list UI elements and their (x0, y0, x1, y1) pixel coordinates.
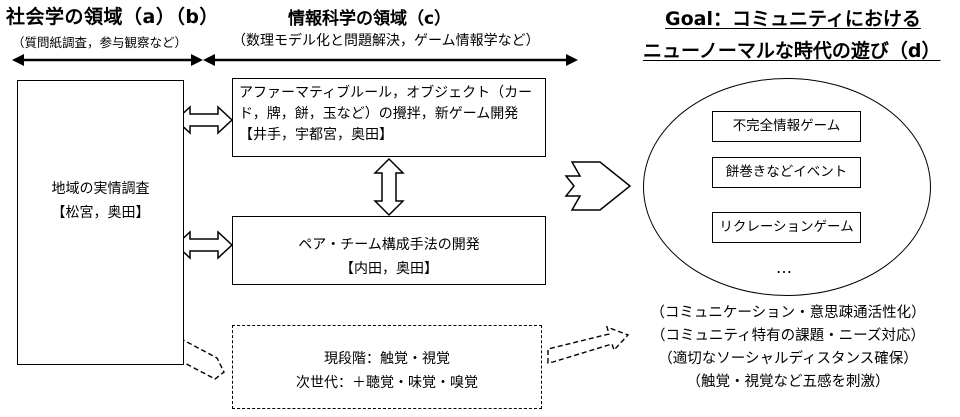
affirmative-rule-box: アファーマティブルール，オブジェクト（カー ド，牌，餅，玉など）の攪拌，新ゲーム… (232, 78, 546, 157)
team-formation-box: ペア・チーム構成手法の開発 【内田，奥田】 (232, 216, 546, 285)
affirmative-rule-line2: ド，牌，餅，玉など）の攪拌，新ゲーム開発 (239, 106, 519, 122)
goal-item-mochi-event: 餅巻きなどイベント (712, 157, 861, 188)
goal-item-recreation-game: リクレーションゲーム (712, 212, 861, 243)
vertical-double-arrow (373, 157, 405, 217)
goal-title-line2: ニューノーマルな時代の遊び（d） (643, 40, 941, 62)
left-top-double-arrow (174, 105, 234, 135)
regional-survey-box: 地域の実情調査 【松宮，奥田】 (17, 80, 184, 365)
regional-survey-members: 【松宮，奥田】 (51, 205, 150, 221)
goal-item-incomplete-info-game: 不完全情報ゲーム (712, 111, 861, 142)
goal-title-line1: Goal：コミュニティにおける (665, 8, 921, 30)
effect-five-senses: （触覚・視覚など五感を刺激） (686, 374, 890, 390)
sociology-domain-title: 社会学の領域（a）（b） (6, 6, 219, 28)
effect-community-needs: （コミュニティ特有の課題・ニーズ対応） (651, 328, 925, 344)
senses-box: 現段階：触覚・視覚 次世代：＋聴覚・味覚・嗅覚 (232, 325, 542, 409)
left-scope-arrow (12, 54, 203, 66)
to-goal-arrow (564, 161, 632, 211)
left-bottom-double-arrow (174, 230, 234, 260)
team-formation-label: ペア・チーム構成手法の開発 (298, 237, 480, 253)
affirmative-rule-members: 【井手，宇都宮，奥田】 (239, 127, 393, 143)
middle-scope-arrow (203, 54, 578, 66)
dashed-arrow-to-goal (547, 325, 630, 364)
senses-next-generation: 次世代：＋聴覚・味覚・嗅覚 (296, 375, 478, 391)
regional-survey-label: 地域の実情調査 (51, 181, 150, 197)
effect-communication: （コミュニケーション・意思疎通活性化） (650, 305, 926, 321)
sociology-domain-methods: （質問紙調査，参与観察など） (12, 35, 188, 50)
team-formation-members: 【内田，奥田】 (340, 261, 438, 277)
goal-items-ellipsis: … (776, 258, 792, 277)
senses-current: 現段階：触覚・視覚 (324, 351, 450, 367)
informatics-domain-methods: （数理モデル化と問題解決，ゲーム情報学など） (232, 33, 540, 49)
goal-ellipse (643, 78, 931, 296)
informatics-domain-title: 情報科学の領域（c） (288, 9, 452, 29)
effect-social-distance: （適切なソーシャルディスタンス確保） (658, 351, 918, 367)
affirmative-rule-line1: アファーマティブルール，オブジェクト（カー (239, 85, 533, 101)
